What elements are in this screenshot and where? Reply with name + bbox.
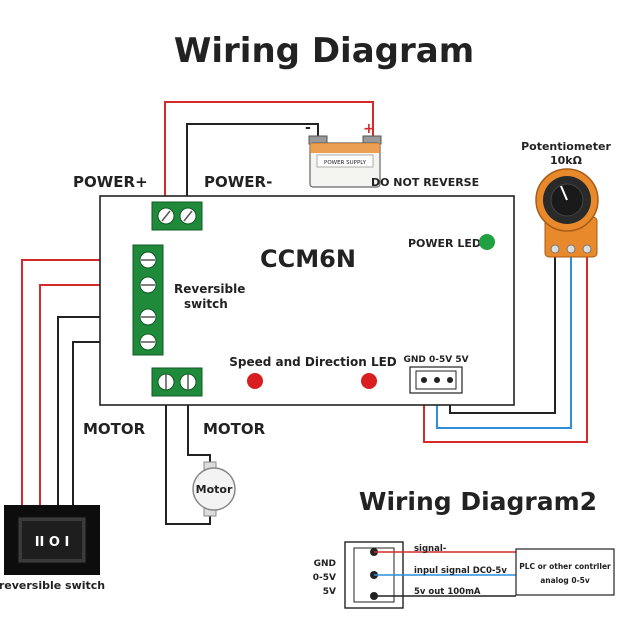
motor-text: Motor	[196, 483, 233, 496]
diagram2-signal-minus: signal-	[414, 544, 447, 554]
reversible-switch-label-1: Reversible	[174, 282, 245, 296]
switch-wire-1	[21, 259, 135, 505]
signal-header	[409, 366, 463, 394]
plc-label-1: PLC or other contrller	[519, 562, 611, 571]
rocker-symbol: II O I	[35, 535, 70, 550]
power-minus-label: POWER-	[204, 173, 272, 191]
diagram2-signal-input: inpul signal DC0-5v	[414, 566, 507, 576]
power-supply-battery	[308, 135, 382, 188]
potentiometer-value: 10kΩ	[550, 154, 583, 167]
controller-label: CCM6N	[260, 245, 356, 273]
motor-label-left: MOTOR	[83, 420, 146, 438]
power-plus-wire	[164, 101, 374, 205]
pot-wire-red	[423, 255, 588, 443]
power-led-label: POWER LED	[408, 237, 481, 250]
power-plus-label: POWER+	[73, 173, 148, 191]
diagram2-pin-0-5v: 0-5V	[313, 573, 336, 583]
battery-minus-sign: -	[305, 120, 311, 136]
power-supply-label: POWER SUPPLY	[324, 160, 367, 166]
reversible-switch-caption: reversible switch	[0, 579, 105, 592]
diagram2-pin-gnd: GND	[314, 559, 336, 569]
motor-wire-left	[165, 395, 211, 525]
plc-label-2: analog 0-5v	[540, 576, 590, 585]
motor-body	[192, 461, 236, 517]
speed-led-right	[361, 373, 377, 389]
power-terminal-block	[151, 201, 203, 231]
motor-terminal-block	[151, 367, 203, 397]
potentiometer	[535, 168, 599, 258]
speed-led-left	[247, 373, 263, 389]
reversible-switch-label-2: switch	[184, 297, 228, 311]
rocker-switch	[4, 505, 100, 575]
potentiometer-label: Potentiometer	[521, 140, 611, 153]
diagram-title: Wiring Diagram	[174, 31, 474, 71]
switch-terminal-block	[132, 244, 164, 356]
signal-header-label: GND 0-5V 5V	[403, 355, 468, 365]
speed-direction-led-label: Speed and Direction LED	[229, 355, 397, 369]
diagram2-pin-5v: 5V	[323, 587, 336, 597]
diagram2-signal-5v: 5v out 100mA	[414, 587, 481, 597]
plc-box	[515, 548, 615, 596]
do-not-reverse-label: DO NOT REVERSE	[371, 176, 479, 189]
battery-plus-sign: +	[363, 121, 375, 137]
diagram2-title: Wiring Diagram2	[359, 487, 597, 516]
motor-label-right: MOTOR	[203, 420, 266, 438]
power-led	[479, 234, 495, 250]
power-minus-wire	[186, 123, 319, 205]
